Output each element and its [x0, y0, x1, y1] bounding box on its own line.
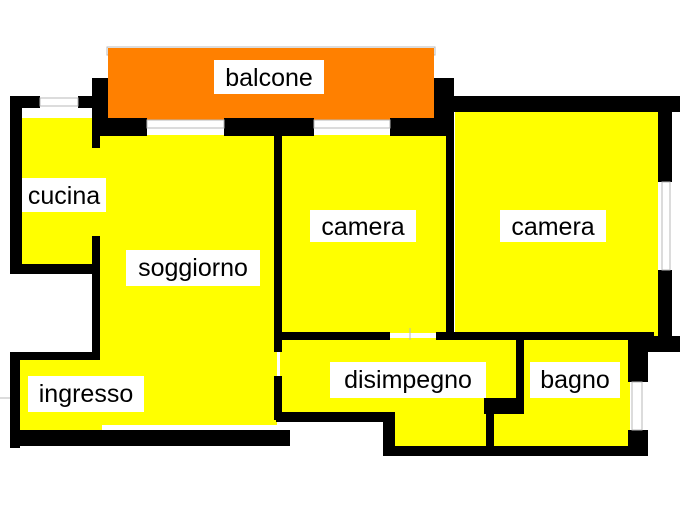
window-bedroom-2	[661, 181, 671, 271]
label-balcone: balcone	[225, 64, 313, 92]
label-camera-1: camera	[321, 213, 404, 241]
wall-north-bedroom	[390, 118, 452, 136]
wall-bathroom-notch-down	[486, 410, 494, 450]
wall-north-east	[434, 96, 680, 112]
wall-hall-south-left	[383, 412, 395, 456]
label-bg-balcone	[214, 60, 324, 94]
label-ingresso: ingresso	[39, 380, 134, 408]
label-bg-camera-1	[310, 210, 416, 242]
wall-east-bathroom-upper	[628, 336, 648, 382]
wall-east-bathroom-lower	[628, 430, 648, 456]
windows	[0, 97, 671, 431]
window-living	[146, 119, 225, 129]
label-soggiorno: soggiorno	[138, 254, 248, 282]
wall-south-left	[10, 430, 290, 446]
wall-west-upper	[10, 96, 22, 274]
wall-kitchen-partition-low	[92, 236, 100, 274]
label-bg-camera-2	[500, 210, 606, 242]
wall-north-living-b	[224, 118, 314, 136]
wall-bedroom-2-south	[454, 332, 654, 340]
label-camera-2: camera	[511, 213, 594, 241]
wall-south-step	[276, 412, 386, 422]
window-kitchen	[39, 97, 79, 107]
hallway-lower-area	[392, 410, 489, 448]
window-bedroom-1	[313, 119, 391, 129]
wall-entrance-top	[10, 352, 100, 360]
walls	[10, 78, 680, 456]
wall-bedrooms-partition	[446, 112, 454, 338]
wall-south-right	[383, 446, 648, 456]
label-bg-ingresso	[28, 376, 144, 412]
wall-living-east-lower	[274, 376, 282, 420]
wall-bedroom-1-south-stub	[436, 332, 458, 340]
wall-kitchen-partition	[92, 108, 100, 148]
label-bagno: bagno	[540, 366, 610, 394]
wall-bedroom-1-south	[280, 332, 390, 340]
label-disimpegno: disimpegno	[344, 366, 472, 394]
label-bg-bagno	[530, 362, 620, 398]
bathroom-lower-area	[490, 408, 630, 448]
room-labels: balcone cucina soggiorno camera camera d…	[22, 60, 620, 412]
label-bg-soggiorno	[126, 250, 260, 286]
wall-living-east-upper	[274, 136, 282, 352]
wall-east-middle	[658, 270, 672, 352]
wall-kitchen-bottom	[10, 264, 100, 274]
label-cucina: cucina	[28, 182, 100, 210]
wall-east-upper	[658, 96, 672, 182]
wall-bathroom-west	[516, 334, 524, 400]
wall-kitchen-top-left	[10, 96, 40, 108]
wall-entrance-west	[10, 352, 20, 448]
label-bg-cucina	[22, 178, 106, 212]
window-bathroom	[631, 381, 643, 431]
wall-north-living-a	[97, 118, 147, 136]
label-bg-disimpegno	[330, 362, 486, 398]
wall-living-west	[92, 270, 100, 360]
